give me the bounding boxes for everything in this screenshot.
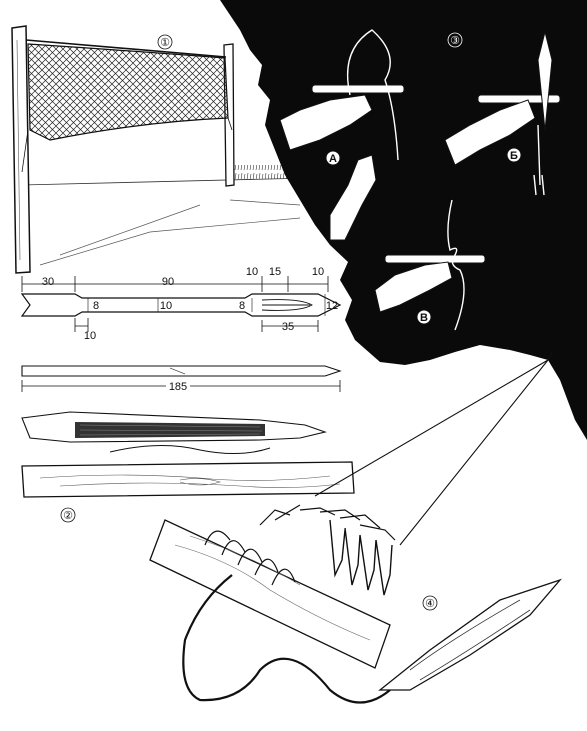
step-b-badge (506, 147, 522, 163)
figure-4-number: ④ (425, 598, 435, 610)
net-mesh (27, 43, 229, 141)
dim-lines-top (21, 276, 329, 292)
step-a-badge (325, 150, 341, 166)
figure-3-number-badge (447, 32, 463, 48)
trailing-thread (109, 445, 271, 455)
figure-1-number-badge (157, 34, 173, 50)
step-b-label: Б (510, 150, 518, 162)
step-v-hands: В (374, 199, 486, 331)
dim-ticks-vertical (87, 294, 326, 316)
net-guy-ropes (21, 117, 233, 173)
hand-v (374, 261, 453, 313)
knot-v (447, 199, 465, 331)
mesh-stick-v (384, 254, 486, 264)
needle-b (537, 31, 553, 131)
figure-1-number: ① (160, 37, 170, 49)
wood-grain (39, 474, 341, 488)
dim-10-top: 10 (246, 266, 258, 278)
dim-90: 90 (162, 276, 174, 288)
figure-1-net-scene: ① (11, 25, 311, 274)
net-top-rope (25, 39, 227, 58)
anchor-threads (314, 351, 553, 546)
needle-plan-tongue (261, 299, 313, 311)
dim-35: 35 (282, 321, 294, 333)
loaded-needle (21, 411, 327, 455)
step-b-hands: Б (444, 31, 561, 196)
netting-board-grain (174, 535, 371, 641)
hand-b (444, 99, 536, 166)
mesh-stick-a (311, 84, 405, 94)
mesh-gauge-board (21, 461, 355, 498)
net-loops (204, 504, 396, 586)
figure-3-number: ③ (450, 35, 460, 47)
figure-4-netting-process: ④ (149, 351, 563, 704)
figure-2-needle-drawing: 30 90 10 15 10 8 10 8 12 10 35 185 (20, 266, 355, 523)
figure-2-number: ② (63, 510, 73, 522)
dim-10-bottom: 10 (84, 330, 96, 342)
figure-4-number-badge (422, 595, 438, 611)
dim-30: 30 (42, 276, 54, 288)
dim-12: 12 (326, 300, 338, 312)
thread-loop-a (346, 29, 399, 161)
figure-3-knotting-panel: ③ А Б В (220, 0, 587, 440)
dim-8-right: 8 (239, 300, 245, 312)
step-a-hands: А (279, 29, 405, 241)
ground-horizon (21, 177, 311, 186)
thread-tail (182, 574, 391, 704)
needle-side-view (21, 365, 342, 377)
hand-a-upper (279, 94, 373, 151)
dim-8-left: 8 (93, 300, 99, 312)
needle-plan-outline (20, 293, 342, 317)
step-v-label: В (420, 312, 428, 324)
fork-b (533, 124, 545, 196)
hand-a-lower (329, 154, 377, 241)
figure-2-number-badge (60, 507, 76, 523)
step-a-label: А (329, 153, 337, 165)
netting-needle (378, 578, 563, 691)
dim-15: 15 (269, 266, 281, 278)
dim-185: 185 (169, 381, 187, 393)
dim-10-right: 10 (312, 266, 324, 278)
ground-lines (39, 199, 301, 266)
hanging-loops (329, 519, 393, 596)
left-post (11, 25, 31, 274)
dim-10-mid: 10 (160, 300, 172, 312)
dim-lines-lower (74, 318, 319, 332)
netting-board (149, 519, 391, 669)
step-v-badge (416, 309, 432, 325)
